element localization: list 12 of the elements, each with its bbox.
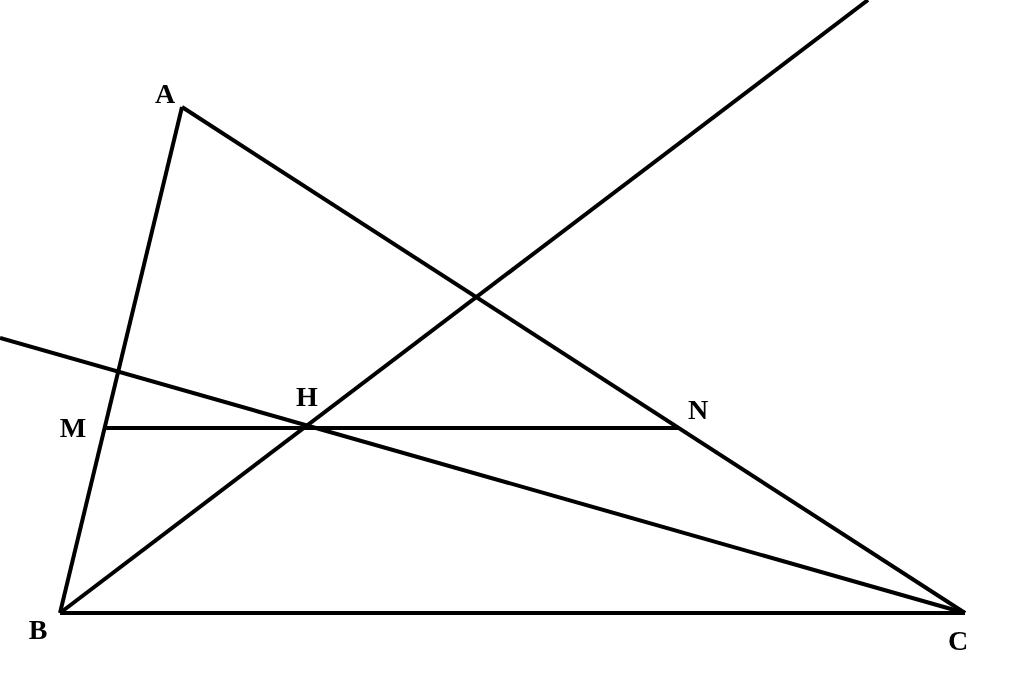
line-segment (60, 611, 965, 615)
line-segment (58, 106, 184, 614)
point-label: M (59, 414, 87, 442)
point-label: A (154, 80, 176, 108)
line-segment (180, 105, 967, 615)
point-label: N (687, 396, 709, 424)
point-label: B (28, 616, 48, 644)
line-segment (58, 0, 870, 615)
point-label: C (947, 627, 969, 655)
line-segment (105, 426, 678, 430)
line-segment (0, 336, 966, 615)
point-label: H (296, 383, 318, 411)
